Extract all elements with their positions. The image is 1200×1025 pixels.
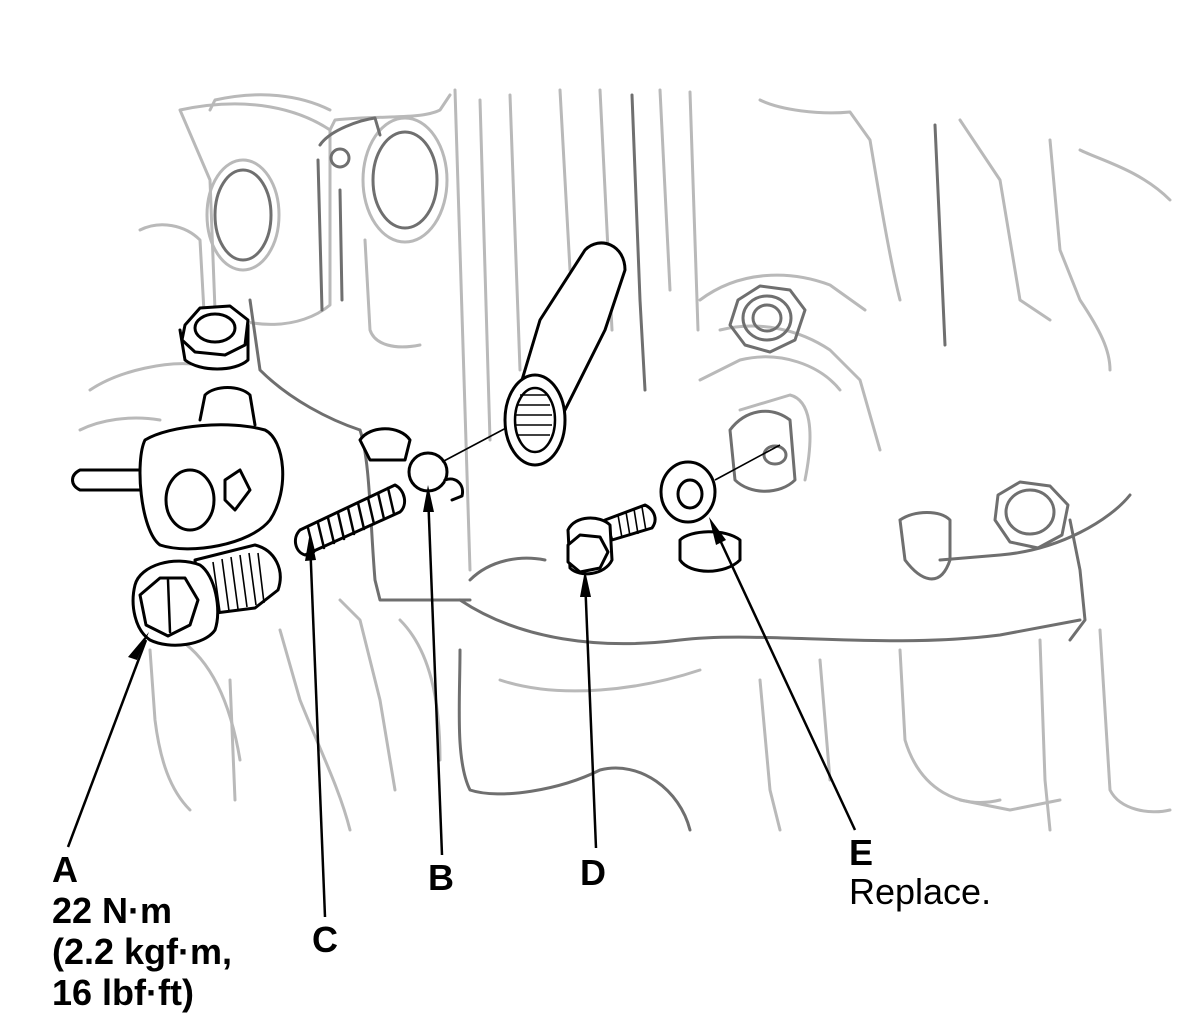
leader-lines <box>66 485 857 918</box>
label-e-note: Replace. <box>849 871 992 912</box>
label-c: C <box>312 919 338 960</box>
leader-line-d <box>583 577 598 849</box>
label-e: E <box>849 832 874 873</box>
label-a-torque-kgf: (2.2 kgf·m, <box>52 931 233 972</box>
arrowhead-a <box>128 632 149 660</box>
detent-hole <box>503 241 627 467</box>
shift-lever <box>71 386 285 551</box>
sealing-bolt-a <box>131 543 282 647</box>
leader-line-c <box>308 539 327 918</box>
label-b: B <box>428 857 454 898</box>
arrowhead-c <box>305 532 316 561</box>
transmission-housing <box>78 88 1172 832</box>
drain-bolt-d <box>566 503 657 576</box>
leader-line-e <box>711 524 857 831</box>
sealing-washer-e <box>659 444 781 573</box>
arrowhead-e <box>709 517 726 545</box>
mounting-bolt-top-left <box>178 304 250 371</box>
arrowhead-d <box>580 570 591 597</box>
label-a: A <box>52 849 78 890</box>
leader-line-a <box>66 639 148 848</box>
arrowhead-b <box>423 485 434 512</box>
label-a-torque-nm: 22 N·m <box>52 890 173 931</box>
leader-line-b <box>426 492 444 856</box>
label-a-torque-lbf: 16 lbf·ft) <box>52 972 194 1013</box>
label-d: D <box>580 852 606 893</box>
